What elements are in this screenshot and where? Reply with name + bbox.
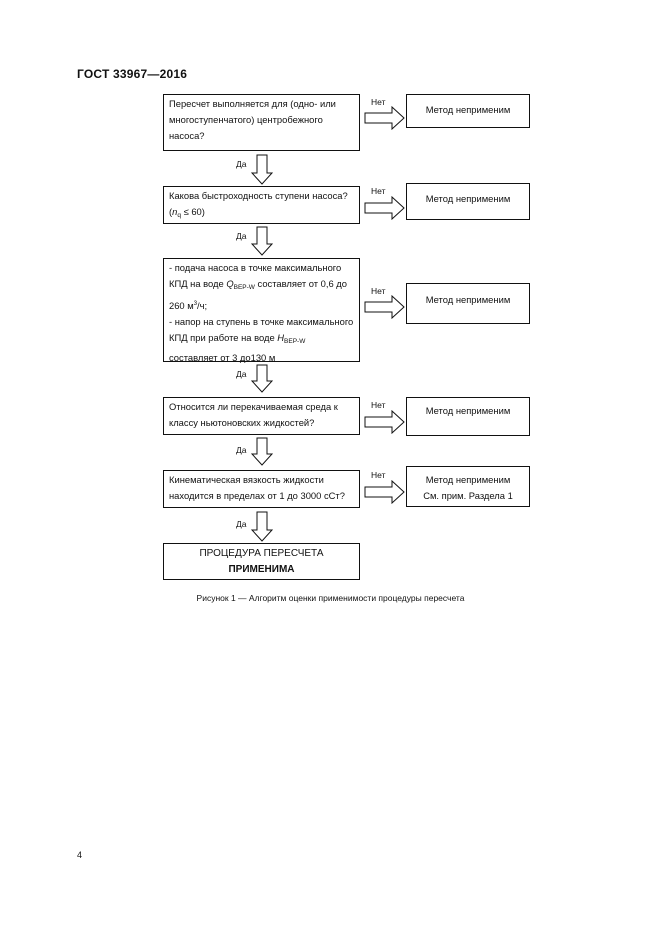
- down-arrow-icon: [251, 437, 273, 466]
- step-text: находится в пределах от 1 до 3000 сСт?: [169, 490, 345, 501]
- step-text: Какова быстроходность ступени насоса?: [169, 190, 348, 201]
- yes-label: Да: [236, 159, 247, 169]
- not-applicable-text: Метод неприменим: [425, 104, 511, 115]
- flow-sub: BEP-W: [233, 284, 255, 291]
- step-text: многоступенчатого) центробежного: [169, 114, 323, 125]
- right-arrow-icon: [364, 480, 405, 504]
- right-arrow-icon: [364, 295, 405, 319]
- not-applicable-text: Метод неприменим: [425, 405, 511, 416]
- right-arrow-icon: [364, 410, 405, 434]
- no-label: Нет: [371, 97, 386, 107]
- yes-label: Да: [236, 445, 247, 455]
- final-result-box: ПРОЦЕДУРА ПЕРЕСЧЕТА ПРИМЕНИМА: [163, 543, 360, 580]
- down-arrow-icon: [251, 154, 273, 185]
- step-text: КПД при работе на воде HBEP-W: [169, 330, 354, 350]
- decision-box-5: Кинематическая вязкость жидкости находит…: [163, 470, 360, 508]
- not-applicable-text: Метод неприменим: [425, 474, 511, 485]
- not-applicable-box-1: Метод неприменим: [406, 94, 530, 128]
- formula-rest: ≤ 60): [180, 206, 205, 217]
- step-formula: (nq ≤ 60): [169, 204, 354, 224]
- unit-sup: 3: [193, 301, 198, 307]
- decision-box-3: - подача насоса в точке максимального КП…: [163, 258, 360, 363]
- not-applicable-box-3: Метод неприменим: [406, 283, 530, 324]
- decision-box-1: Пересчет выполняется для (одно- или мног…: [163, 94, 360, 151]
- no-label: Нет: [371, 400, 386, 410]
- not-applicable-box-5: Метод неприменим См. прим. Раздела 1: [406, 466, 530, 507]
- right-arrow-icon: [364, 196, 405, 220]
- step-text: насоса?: [169, 130, 205, 141]
- not-applicable-box-4: Метод неприменим: [406, 397, 530, 436]
- figure-caption: Рисунок 1 — Алгоритм оценки применимости…: [196, 593, 465, 603]
- no-label: Нет: [371, 286, 386, 296]
- step-text: составляет от 3 до130 м: [169, 352, 276, 363]
- not-applicable-box-2: Метод неприменим: [406, 183, 530, 220]
- final-line-1: ПРОЦЕДУРА ПЕРЕСЧЕТА: [199, 548, 324, 559]
- see-note-text: См. прим. Раздела 1: [423, 490, 513, 501]
- no-label: Нет: [371, 186, 386, 196]
- no-label: Нет: [371, 470, 386, 480]
- text-part: составляет от 0,6 до: [254, 278, 347, 289]
- text-part: КПД при работе на воде: [169, 332, 278, 343]
- yes-label: Да: [236, 231, 247, 241]
- text-part: КПД на воде: [169, 278, 227, 289]
- down-arrow-icon: [251, 364, 273, 393]
- step-text: - подача насоса в точке максимального: [169, 262, 342, 273]
- step-text: 260 м3/ч;: [169, 296, 354, 314]
- text-part: 260 м: [169, 300, 194, 311]
- down-arrow-icon: [251, 511, 273, 542]
- step-text: классу ньютоновских жидкостей?: [169, 417, 315, 428]
- decision-box-2: Какова быстроходность ступени насоса? (n…: [163, 186, 360, 224]
- step-text: КПД на воде QBEP-W составляет от 0,6 до: [169, 276, 354, 296]
- right-arrow-icon: [364, 106, 405, 130]
- not-applicable-text: Метод неприменим: [425, 193, 511, 204]
- step-text: Относится ли перекачиваемая среда к: [169, 401, 338, 412]
- formula-sub: q: [177, 212, 181, 219]
- formula-var: n: [172, 206, 178, 217]
- formula-open: (: [169, 206, 173, 217]
- flow-var: Q: [226, 278, 234, 289]
- text-part: /ч;: [197, 300, 208, 311]
- yes-label: Да: [236, 519, 247, 529]
- step-text: - напор на ступень в точке максимального: [169, 316, 354, 327]
- head-var: H: [277, 332, 285, 343]
- document-header: ГОСТ 33967—2016: [77, 67, 188, 81]
- step-text: Пересчет выполняется для (одно- или: [169, 98, 336, 109]
- step-text: Кинематическая вязкость жидкости: [169, 474, 324, 485]
- head-sub: BEP-W: [284, 338, 306, 345]
- yes-label: Да: [236, 369, 247, 379]
- final-line-2: ПРИМЕНИМА: [228, 564, 295, 575]
- down-arrow-icon: [251, 226, 273, 256]
- page-number: 4: [77, 850, 83, 860]
- not-applicable-text: Метод неприменим: [425, 294, 511, 305]
- decision-box-4: Относится ли перекачиваемая среда к клас…: [163, 397, 360, 435]
